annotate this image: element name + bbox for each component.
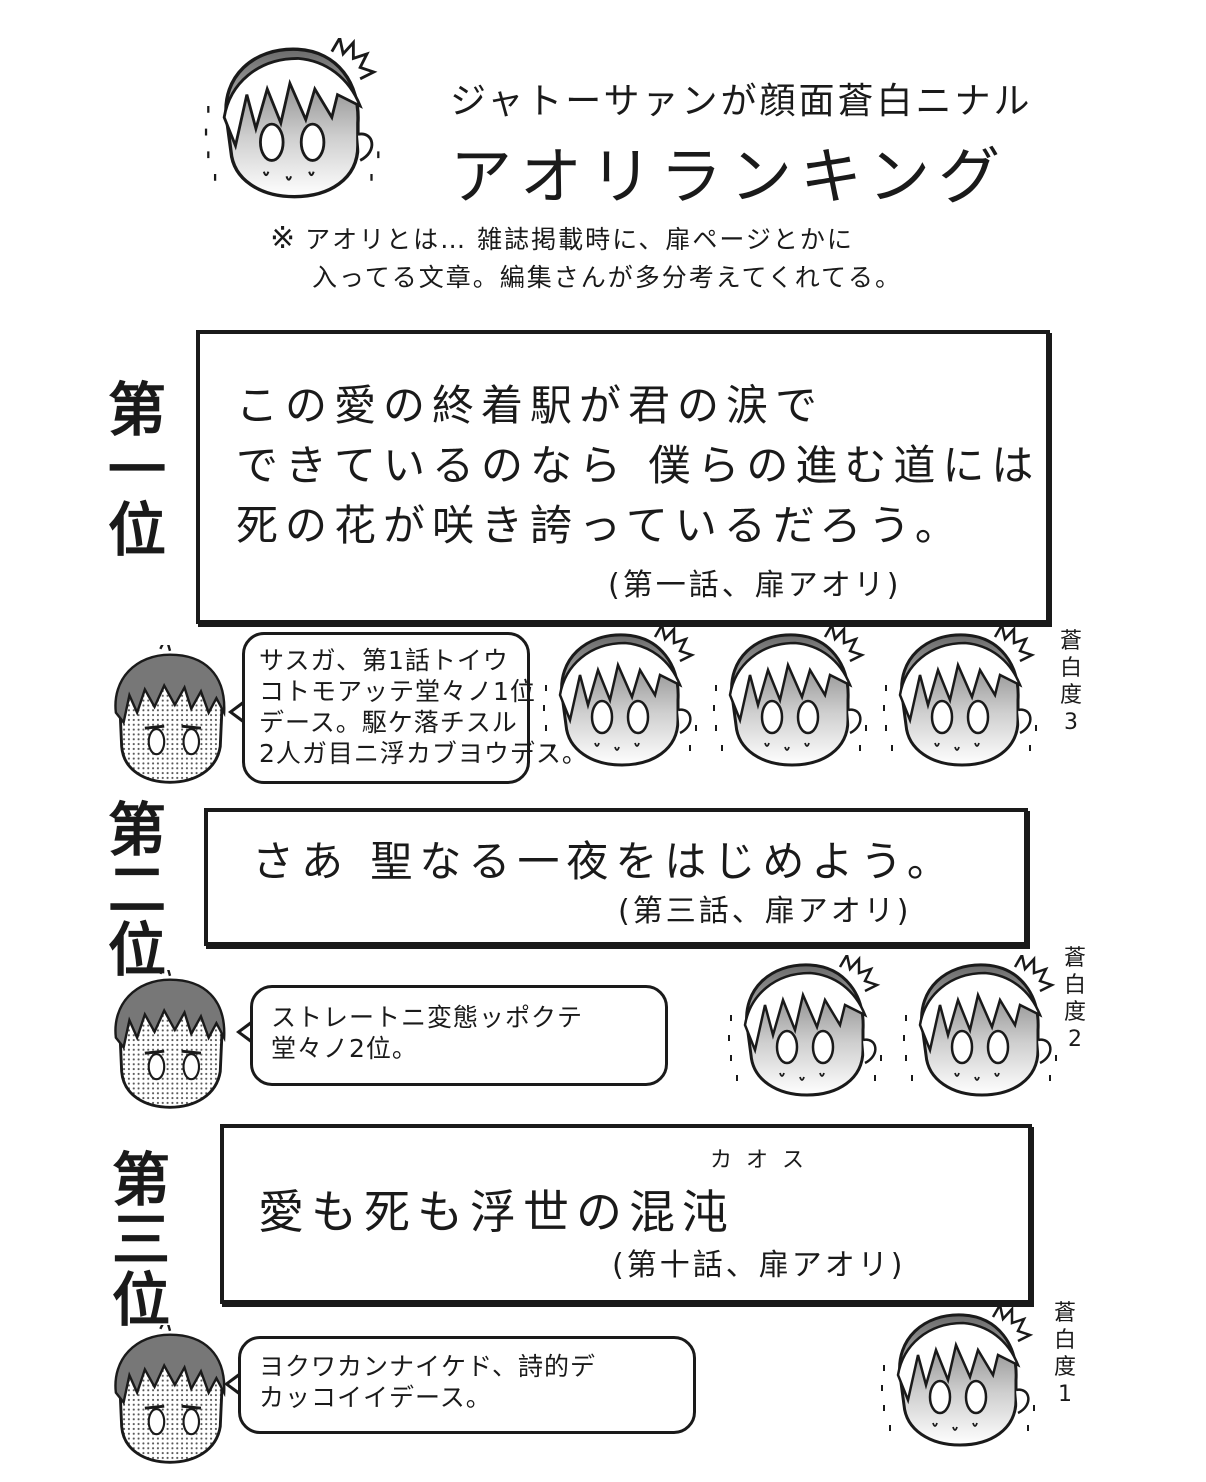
quote-1-line-3: 死の花が咲き誇っているだろう。 [236, 501, 964, 550]
title-small: ジャトーサァンが顔面蒼白ニナル [450, 81, 1033, 122]
rank-label-3: 第三位 [111, 1146, 176, 1334]
quote-3-text: 愛も死も浮世の [258, 1185, 629, 1239]
comment-bubble-3: ヨクワカンナイケド、詩的デ カッコイイデース。 [238, 1336, 696, 1434]
rank-label-2: 第二位 [107, 796, 172, 984]
pale-level-2: 蒼白度2 [1063, 946, 1086, 1052]
ruby-text: カオス [710, 1148, 819, 1173]
pale-level-3: 蒼白度3 [1059, 629, 1082, 735]
comment-2-line-1: ストレートニ変態ッポクテ [271, 1003, 584, 1032]
bubble-3-tail [224, 1372, 240, 1396]
quote-box-3: カオス 愛も死も浮世の混沌 (第十話、扉アオリ) [220, 1124, 1032, 1304]
comment-bubble-2: ストレートニ変態ッポクテ 堂々ノ2位。 [250, 985, 668, 1086]
note-mark: ※ [270, 221, 298, 256]
comment-1-line-3: デース。駆ケ落チスル [259, 708, 518, 737]
quote-2-line-1: さあ 聖なる一夜をはじめよう。 [252, 837, 956, 886]
quote-3-source: (第十話、扉アオリ) [612, 1248, 906, 1283]
quote-box-2: さあ 聖なる一夜をはじめよう。 (第三話、扉アオリ) [204, 808, 1028, 946]
quote-2-source: (第三話、扉アオリ) [618, 894, 912, 929]
darkguy-face-1 [114, 645, 226, 784]
quote-1-line-2: できているのなら 僕らの進む道には [236, 441, 1041, 490]
note-line-1: アオリとは… 雑誌掲載時に、扉ページとかに [305, 225, 854, 254]
quote-3-ruby-word: 混沌 [629, 1185, 735, 1239]
pale-face-2b [902, 955, 1058, 1097]
pale-face-1b [712, 625, 868, 767]
comment-1-line-4: 2人ガ目ニ浮カブヨウデス。 [259, 739, 588, 768]
header-blond-face [204, 38, 380, 199]
quote-1-source: (第一話、扉アオリ) [608, 568, 902, 603]
comment-bubble-1: サスガ、第1話トイウ コトモアッテ堂々ノ1位 デース。駆ケ落チスル 2人ガ目ニ浮… [242, 632, 587, 784]
pale-face-2a [727, 955, 883, 1097]
comment-1-line-2: コトモアッテ堂々ノ1位 [259, 677, 536, 706]
note: ※アオリとは… 雑誌掲載時に、扉ページとかに 入ってる文章。編集さんが多分考えて… [270, 220, 902, 297]
bubble-2-tail [236, 1020, 252, 1044]
comment-2-line-2: 堂々ノ2位。 [271, 1034, 418, 1063]
quote-box-1: この愛の終着駅が君の涙で できているのなら 僕らの進む道には 死の花が咲き誇って… [196, 330, 1050, 624]
comment-3-line-1: ヨクワカンナイケド、詩的デ [259, 1352, 597, 1381]
note-line-2: 入ってる文章。編集さんが多分考えてくれてる。 [312, 263, 903, 292]
pale-face-1c [882, 625, 1038, 767]
comment-3-line-2: カッコイイデース。 [259, 1383, 492, 1412]
rank-label-1: 第一位 [107, 376, 172, 564]
quote-1-line-1: この愛の終着駅が君の涙で [236, 381, 825, 430]
pale-level-1: 蒼白度1 [1053, 1301, 1076, 1407]
pale-face-3 [880, 1305, 1036, 1447]
darkguy-face-2 [114, 970, 226, 1109]
comment-1-line-1: サスガ、第1話トイウ [259, 646, 509, 675]
pale-face-1a [542, 625, 698, 767]
bubble-1-tail [228, 700, 244, 724]
page-title: アオリランキング [450, 140, 1009, 213]
darkguy-face-3 [114, 1325, 226, 1464]
